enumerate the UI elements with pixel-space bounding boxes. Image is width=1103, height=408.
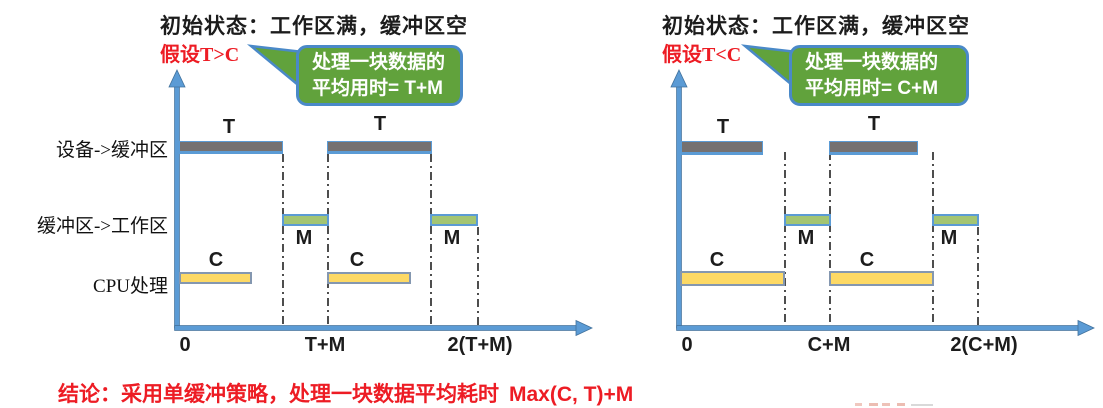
left-t-bar-1 xyxy=(179,141,283,154)
right-c2-label: C xyxy=(859,249,875,271)
right-m1-label: M xyxy=(797,227,815,249)
cropped-text-fragment xyxy=(855,403,935,407)
right-dash-guides xyxy=(784,152,979,326)
conclusion-line: 结论：采用单缓冲策略，处理一块数据平均耗时 Max(C, T)+M xyxy=(58,378,633,408)
right-tick-first: C+M xyxy=(807,334,851,356)
left-c-bar-2 xyxy=(327,272,411,284)
left-t2-label: T xyxy=(373,113,387,135)
right-tick-origin: 0 xyxy=(681,334,693,356)
right-t1-label: T xyxy=(716,116,730,138)
right-c-bar-1 xyxy=(680,271,785,286)
right-initial-state-title: 初始状态：工作区满，缓冲区空 xyxy=(662,14,970,38)
right-c-bar-2 xyxy=(829,271,934,286)
right-x-axis xyxy=(676,319,1095,337)
right-bubble-line2: 平均用时= C+M xyxy=(805,78,939,99)
left-m-bar-1 xyxy=(282,214,329,226)
left-assumption-text: 假设T>C xyxy=(160,44,240,66)
left-bubble-line1: 处理一块数据的 xyxy=(312,52,446,73)
row-label-cpu: CPU处理 xyxy=(93,276,168,297)
right-c1-label: C xyxy=(709,249,725,271)
right-m2-label: M xyxy=(940,227,958,249)
conclusion-text: 结论：采用单缓冲策略，处理一块数据平均耗时 xyxy=(58,382,499,406)
right-tick-second: 2(C+M) xyxy=(950,334,1018,356)
left-m-bar-2 xyxy=(430,214,478,226)
left-callout-bubble: 处理一块数据的 平均用时= T+M xyxy=(296,45,463,106)
left-c2-label: C xyxy=(349,249,365,271)
left-t-bar-2 xyxy=(327,141,432,154)
left-t1-label: T xyxy=(222,116,236,138)
right-assumption-text: 假设T<C xyxy=(662,44,742,66)
conclusion-formula: Max(C, T)+M xyxy=(509,383,634,406)
row-label-buffer-to-workspace: 缓冲区->工作区 xyxy=(36,216,168,237)
left-tick-second: 2(T+M) xyxy=(447,334,513,356)
right-t-bar-2 xyxy=(829,141,918,155)
left-dash-guides xyxy=(282,154,479,326)
right-callout-bubble: 处理一块数据的 平均用时= C+M xyxy=(789,45,969,106)
right-bubble-line1: 处理一块数据的 xyxy=(805,52,939,73)
right-t-bar-1 xyxy=(681,141,763,155)
left-tick-first: T+M xyxy=(304,334,346,356)
left-m2-label: M xyxy=(443,227,461,249)
left-tick-origin: 0 xyxy=(179,334,191,356)
left-x-axis xyxy=(174,319,593,337)
row-label-device-to-buffer: 设备->缓冲区 xyxy=(55,140,168,161)
left-initial-state-title: 初始状态：工作区满，缓冲区空 xyxy=(160,14,468,38)
right-m-bar-2 xyxy=(932,214,979,226)
left-c-bar-1 xyxy=(179,272,252,284)
right-t2-label: T xyxy=(867,113,881,135)
left-bubble-line2: 平均用时= T+M xyxy=(312,78,443,99)
left-c1-label: C xyxy=(208,249,224,271)
left-m1-label: M xyxy=(295,227,313,249)
right-m-bar-1 xyxy=(784,214,831,226)
right-y-axis xyxy=(670,69,688,329)
left-y-axis xyxy=(168,69,186,329)
